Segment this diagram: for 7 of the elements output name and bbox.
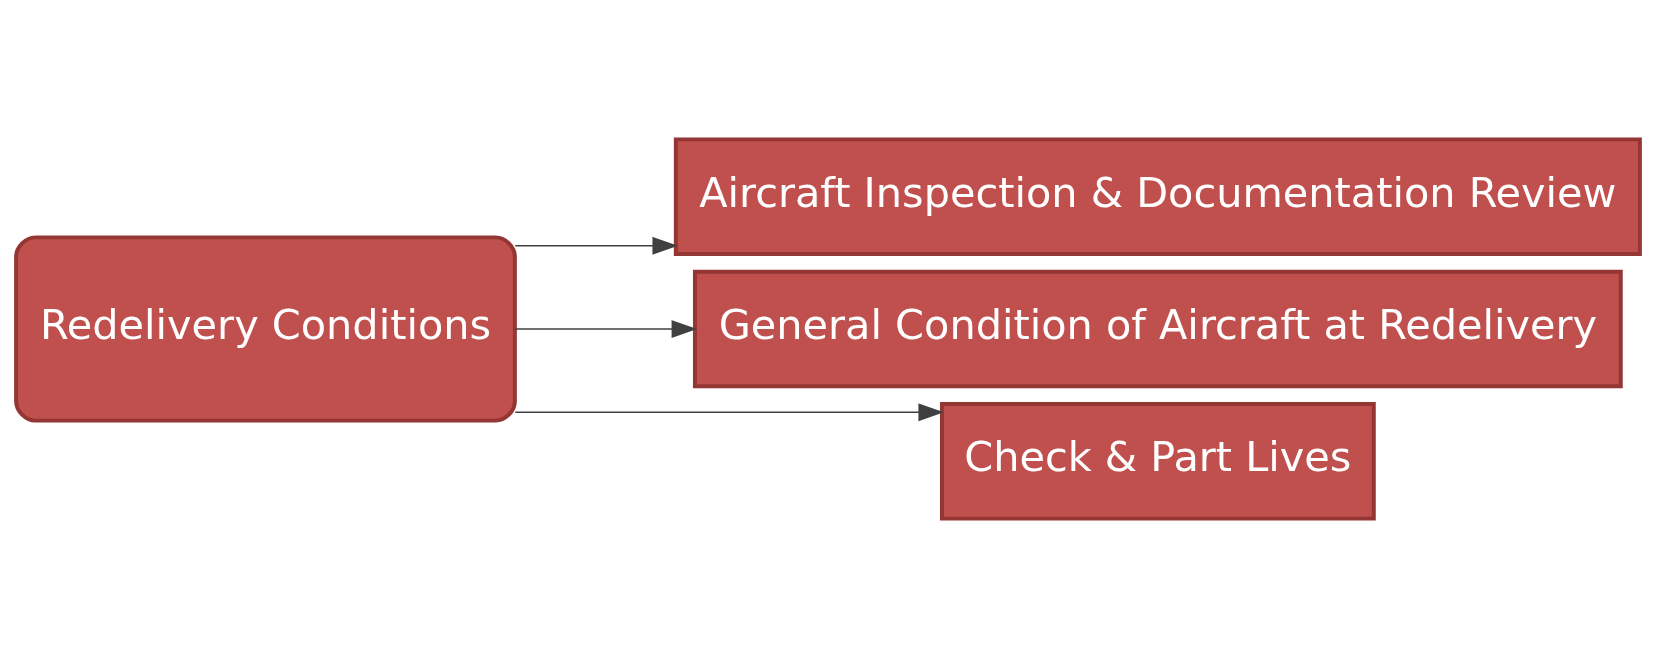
arrow xyxy=(514,320,698,338)
arrow xyxy=(514,236,678,255)
arrow xyxy=(514,403,944,422)
node-box: Check & Part Lives xyxy=(939,401,1376,521)
node-box: Aircraft Inspection & Documentation Review xyxy=(673,137,1642,257)
node-box: Redelivery Conditions xyxy=(14,235,517,423)
node-box: General Condition of Aircraft at Redelivery xyxy=(692,269,1623,389)
